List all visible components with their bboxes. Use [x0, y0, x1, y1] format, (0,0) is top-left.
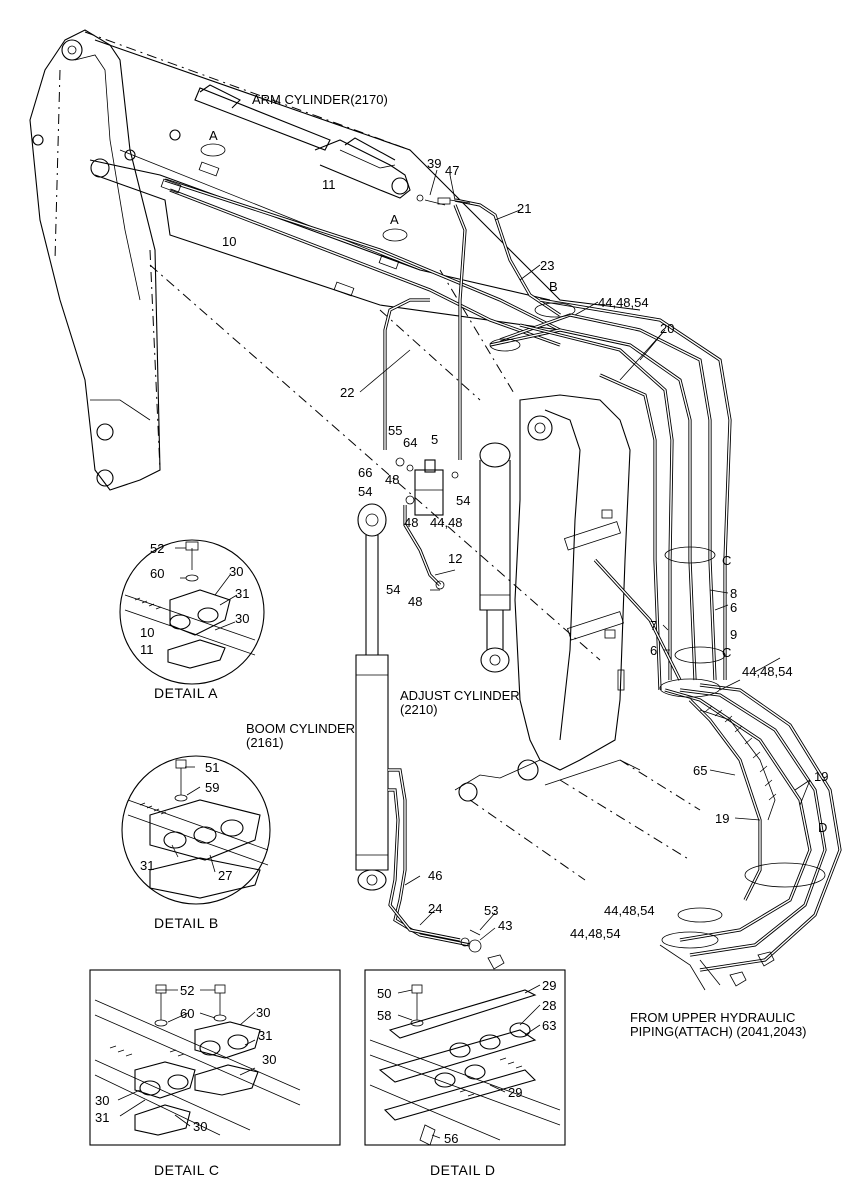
part-48-valve-left: 48 [385, 472, 399, 487]
detail-d-part-56: 56 [444, 1131, 458, 1146]
detail-a-part-30-bottom: 30 [235, 611, 249, 626]
part-53: 53 [484, 903, 498, 918]
section-letter-a-top: A [209, 128, 218, 143]
detail-c-view [89, 969, 341, 1146]
detail-d-part-50: 50 [377, 986, 391, 1001]
section-letter-b: B [549, 279, 558, 294]
detail-b-part-31: 31 [140, 858, 154, 873]
part-11: 11 [322, 177, 336, 192]
detail-a-part-52: 52 [150, 541, 164, 556]
detail-a-part-30-top: 30 [229, 564, 243, 579]
part-44-48-54-mid: 44,48,54 [604, 903, 655, 918]
part-43: 43 [498, 918, 512, 933]
part-47: 47 [445, 163, 459, 178]
detail-a-part-10: 10 [140, 625, 154, 640]
detail-a-view [119, 539, 265, 685]
part-7: 7 [650, 618, 657, 633]
from-upper-label-line2: PIPING(ATTACH) (2041,2043) [630, 1024, 807, 1039]
part-6-lower: 6 [650, 643, 657, 658]
part-6-upper: 6 [730, 600, 737, 615]
part-66: 66 [358, 465, 372, 480]
detail-d-part-58: 58 [377, 1008, 391, 1023]
section-letter-d: D [818, 820, 827, 835]
part-8: 8 [730, 586, 737, 601]
part-9: 9 [730, 627, 737, 642]
boom-cylinder-label-line1: BOOM CYLINDER [246, 721, 355, 736]
part-65: 65 [693, 763, 707, 778]
part-12: 12 [448, 551, 462, 566]
part-54-valve-right: 54 [456, 493, 470, 508]
detail-d-part-29-bottom: 29 [508, 1085, 522, 1100]
part-44-48-54-lower: 44,48,54 [570, 926, 621, 941]
part-22: 22 [340, 385, 354, 400]
boom-cylinder-label-line2: (2161) [246, 735, 284, 750]
detail-d-caption: DETAIL D [430, 1162, 495, 1178]
part-10: 10 [222, 234, 236, 249]
adjust-cylinder-label-line2: (2210) [400, 702, 438, 717]
detail-c-part-30-left: 30 [95, 1093, 109, 1108]
detail-a-part-11: 11 [140, 642, 154, 657]
detail-a-part-60: 60 [150, 566, 164, 581]
boom-structure [89, 39, 701, 881]
detail-c-part-52: 52 [180, 983, 194, 998]
detail-c-part-30-right: 30 [262, 1052, 276, 1067]
part-54-valve-left: 54 [358, 484, 372, 499]
hose-bundle [383, 198, 842, 991]
arm-cylinder-label: ARM CYLINDER(2170) [252, 92, 388, 107]
part-39: 39 [427, 156, 441, 171]
part-23: 23 [540, 258, 554, 273]
part-64: 64 [403, 435, 417, 450]
part-48-hose: 48 [408, 594, 422, 609]
detail-b-part-27: 27 [218, 868, 232, 883]
detail-c-part-30-top: 30 [256, 1005, 270, 1020]
arm-cylinder [194, 84, 411, 199]
section-letter-c-upper: C [722, 553, 731, 568]
leader-lines [117, 169, 811, 1139]
part-44-48: 44,48 [430, 515, 463, 530]
pipes-10-11 [160, 143, 561, 347]
boom-cylinder [355, 503, 505, 970]
adjust-cylinder [479, 442, 511, 673]
adjust-valve-assembly [395, 457, 459, 590]
part-55: 55 [388, 423, 402, 438]
arm-structure [29, 29, 411, 491]
detail-b-part-51: 51 [205, 760, 219, 775]
detail-c-caption: DETAIL C [154, 1162, 219, 1178]
detail-c-part-31-left: 31 [95, 1110, 109, 1125]
connectors-39-47 [416, 194, 471, 206]
detail-b-part-59: 59 [205, 780, 219, 795]
detail-a-caption: DETAIL A [154, 685, 218, 701]
text-labels: ARM CYLINDER(2170) BOOM CYLINDER (2161) … [95, 92, 828, 1178]
part-54-hose: 54 [386, 582, 400, 597]
part-20: 20 [660, 321, 674, 336]
detail-c-part-31-right: 31 [258, 1028, 272, 1043]
detail-b-view [121, 755, 271, 905]
detail-b-caption: DETAIL B [154, 915, 219, 931]
section-letter-c-lower: C [722, 645, 731, 660]
part-44-48-54-upper: 44,48,54 [598, 295, 649, 310]
detail-d-part-63: 63 [542, 1018, 556, 1033]
part-21: 21 [517, 201, 531, 216]
part-48-valve-bottom: 48 [404, 515, 418, 530]
part-46: 46 [428, 868, 442, 883]
section-letter-a-mid: A [390, 212, 399, 227]
detail-d-part-28: 28 [542, 998, 556, 1013]
detail-a-part-31: 31 [235, 586, 249, 601]
part-44-48-54-right: 44,48,54 [742, 664, 793, 679]
part-19-inner: 19 [715, 811, 729, 826]
part-19-outer: 19 [814, 769, 828, 784]
detail-c-part-60: 60 [180, 1006, 194, 1021]
detail-d-view [364, 969, 566, 1146]
part-5: 5 [431, 432, 438, 447]
from-upper-label-line1: FROM UPPER HYDRAULIC [630, 1010, 795, 1025]
detail-d-part-29-top: 29 [542, 978, 556, 993]
part-24: 24 [428, 901, 442, 916]
detail-c-part-30-bottom: 30 [193, 1119, 207, 1134]
adjust-cylinder-label-line1: ADJUST CYLINDER [400, 688, 520, 703]
